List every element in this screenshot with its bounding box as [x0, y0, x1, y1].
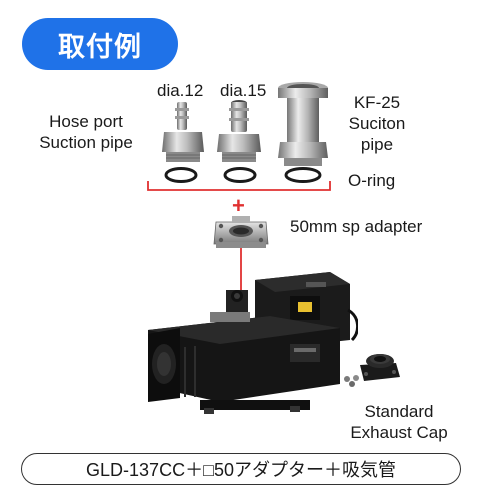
kf25-label: KF-25 Suciton pipe — [337, 92, 417, 155]
hose-port-dia12-image — [158, 100, 208, 168]
sp-adapter-image — [212, 212, 270, 252]
exhaust-line1: Standard — [364, 402, 434, 421]
oring-3-image — [283, 166, 323, 184]
oring-label: O-ring — [348, 171, 396, 190]
kf25-suction-pipe-image — [274, 80, 332, 168]
kf25-line2: Suciton — [348, 114, 406, 133]
kf25-line1: KF-25 — [353, 93, 401, 112]
vacuum-pump-image — [140, 262, 358, 422]
exhaust-line2: Exhaust Cap — [350, 423, 448, 442]
dia12-label: dia.12 — [157, 81, 204, 100]
hose-port-line2: Suction pipe — [39, 133, 133, 152]
kf25-line3: pipe — [360, 135, 394, 154]
model-caption: GLD-137CC＋□50アダプター＋吸気管 — [21, 453, 461, 485]
hose-port-label: Hose port Suction pipe — [26, 111, 146, 153]
adapter-label: 50mm sp adapter — [290, 217, 423, 236]
oring-2-image — [222, 166, 258, 184]
exhaust-cap-label: Standard Exhaust Cap — [340, 401, 458, 443]
section-title: 取付例 — [58, 31, 142, 62]
section-title-badge: 取付例 — [22, 18, 178, 70]
hose-port-line1: Hose port — [49, 112, 123, 131]
model-caption-text: GLD-137CC＋□50アダプター＋吸気管 — [86, 460, 396, 480]
hose-port-dia15-image — [214, 98, 264, 168]
exhaust-screws-image — [342, 374, 362, 388]
dia15-label: dia.15 — [220, 81, 267, 100]
plus-sign: + — [232, 193, 245, 218]
exhaust-cap-image — [356, 345, 404, 387]
oring-1-image — [163, 166, 199, 184]
